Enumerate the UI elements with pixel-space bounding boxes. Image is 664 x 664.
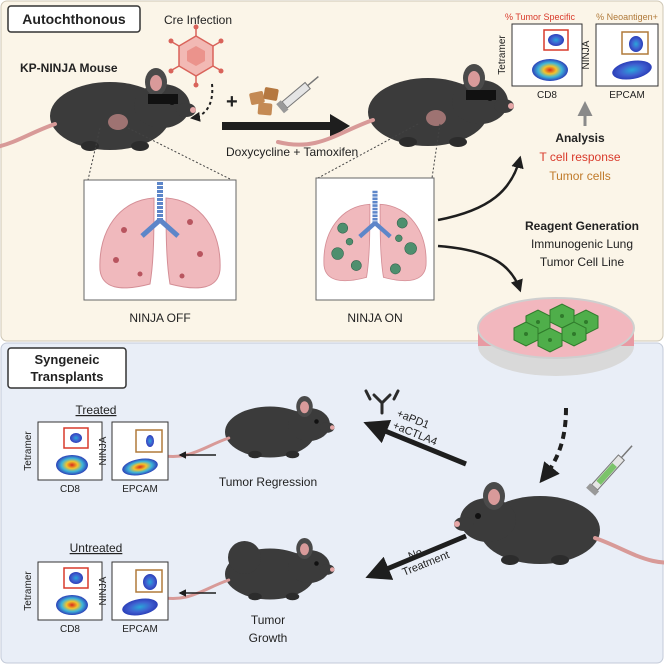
lung-on-icon xyxy=(323,190,427,282)
axis-epcam: EPCAM xyxy=(609,90,645,101)
gate-label-neoantigen: % Neoantigen+ xyxy=(596,12,658,22)
cre-virus-icon xyxy=(168,24,224,88)
gate-label-tumor-specific: % Tumor Specific xyxy=(505,12,576,22)
untreated-arrow xyxy=(365,533,467,580)
cre-infection-label: Cre Infection xyxy=(164,13,232,27)
treated-axis-cd8: CD8 xyxy=(60,484,80,495)
doxycycline-food-icon xyxy=(249,87,279,116)
kp-ninja-mouse-icon xyxy=(0,66,198,153)
reagent-title: Reagent Generation xyxy=(525,219,639,233)
axis-cd8: CD8 xyxy=(537,90,557,101)
injection-syringe-icon xyxy=(586,445,633,496)
cre-infection-arrow xyxy=(190,83,214,122)
top-flow-plot-left: % Tumor Specific Tetramer CD8 xyxy=(497,12,583,101)
tumor-regression-label: Tumor Regression xyxy=(219,475,317,489)
plus-sign: + xyxy=(226,91,238,113)
to-analysis-arrow xyxy=(437,155,524,222)
antibody-icon xyxy=(364,389,400,415)
untreated-axis-ninja: NINJA xyxy=(98,576,109,605)
ninja-on-mouse-icon xyxy=(276,62,516,149)
top-flow-plot-right: % Neoantigen+ NINJA EPCAM xyxy=(581,12,659,101)
transplant-arrow xyxy=(539,407,568,484)
treated-arrow xyxy=(363,419,467,467)
reagent-line2: Tumor Cell Line xyxy=(540,255,625,269)
treated-title: Treated xyxy=(76,403,117,417)
petri-dish-icon xyxy=(477,297,635,376)
lung-off-icon xyxy=(99,182,221,289)
autochthonous-tag: Autochthonous xyxy=(22,11,126,27)
no-treatment-line1: No xyxy=(407,546,425,562)
treated-axis-tetramer: Tetramer xyxy=(23,431,34,471)
autochthonous-tag-box xyxy=(7,5,141,33)
untreated-axis-epcam: EPCAM xyxy=(122,624,158,635)
analysis-t-cell: T cell response xyxy=(539,150,620,164)
kp-ninja-mouse-label: KP-NINJA Mouse xyxy=(20,61,118,75)
tumor-growth-line2: Growth xyxy=(249,631,288,645)
untreated-axis-cd8: CD8 xyxy=(60,624,80,635)
treated-flow-plot-left: Tetramer CD8 xyxy=(23,421,103,495)
tumor-growth-line1: Tumor xyxy=(251,613,285,627)
treated-axis-epcam: EPCAM xyxy=(122,484,158,495)
reagent-line1: Immunogenic Lung xyxy=(531,237,633,251)
axis-ninja: NINJA xyxy=(581,40,592,69)
analysis-title: Analysis xyxy=(555,131,605,145)
untreated-title: Untreated xyxy=(70,541,123,555)
treated-flow-plot-right: NINJA EPCAM xyxy=(98,421,169,495)
to-reagent-arrow xyxy=(437,244,523,293)
tamoxifen-syringe-icon xyxy=(276,75,319,114)
ninja-off-label: NINJA OFF xyxy=(129,311,190,325)
ninja-on-label: NINJA ON xyxy=(347,311,402,325)
syngeneic-tag-line1: Syngeneic xyxy=(34,352,99,367)
analysis-tumor-cells: Tumor cells xyxy=(549,169,611,183)
syngeneic-tag-box xyxy=(7,347,127,389)
treated-axis-ninja: NINJA xyxy=(98,436,109,465)
syngeneic-tag-line2: Transplants xyxy=(31,369,104,384)
axis-tetramer: Tetramer xyxy=(497,35,508,75)
growth-mouse-icon xyxy=(156,536,336,602)
untreated-axis-tetramer: Tetramer xyxy=(23,571,34,611)
untreated-flow-plot-right: NINJA EPCAM xyxy=(98,561,169,635)
untreated-flow-plot-left: Tetramer CD8 xyxy=(23,561,103,635)
treatment-label: Doxycycline + Tamoxifen xyxy=(226,145,358,159)
